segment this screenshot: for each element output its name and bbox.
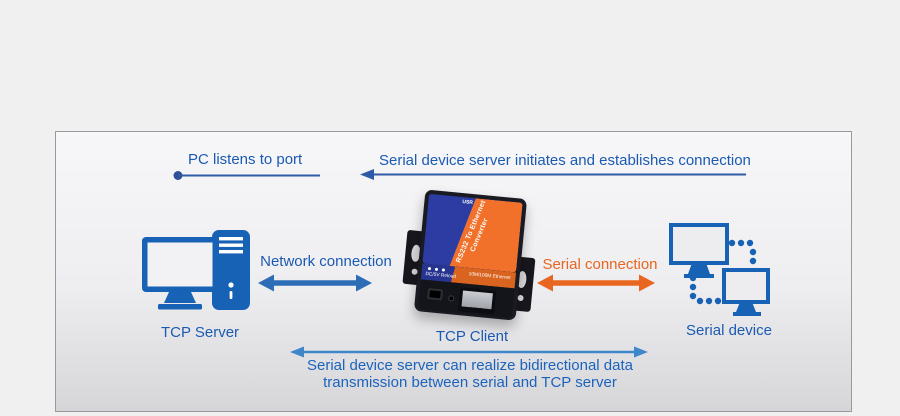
device-front-left-label: DC/5V Reload [425,271,457,280]
server-initiates-label: Serial device server initiates and estab… [379,152,751,169]
caption-line-2: transmission between serial and TCP serv… [323,374,617,391]
pc-listens-label: PC listens to port [188,151,303,168]
device-reset-hole [447,295,455,302]
device-power-jack [427,288,444,301]
device-brand-logo: USR [462,199,474,206]
serial-connection-arrow [537,274,655,292]
server-initiates-arrow [360,169,746,180]
network-connection-label: Network connection [260,253,392,270]
pc-listens-line [173,171,320,180]
serial-device-icon [669,223,770,316]
caption-line-1: Serial device server can realize bidirec… [306,357,633,374]
bidirectional-caption: Serial device server can realize bidirec… [260,357,680,391]
network-connection-arrow [258,274,372,292]
device-top-face: USR RS232 To Ethernet Converter [422,193,523,273]
serial-connection-label: Serial connection [542,256,658,273]
bidirectional-arrow [290,346,648,358]
device-ethernet-port [458,287,497,315]
tcp-server-icon [142,230,250,310]
serial-device-label: Serial device [686,322,772,339]
device-front-right-label: 10M/100M Ethernet [468,271,511,281]
tcp-client-label: TCP Client [435,328,509,345]
tcp-server-label: TCP Server [160,324,240,341]
